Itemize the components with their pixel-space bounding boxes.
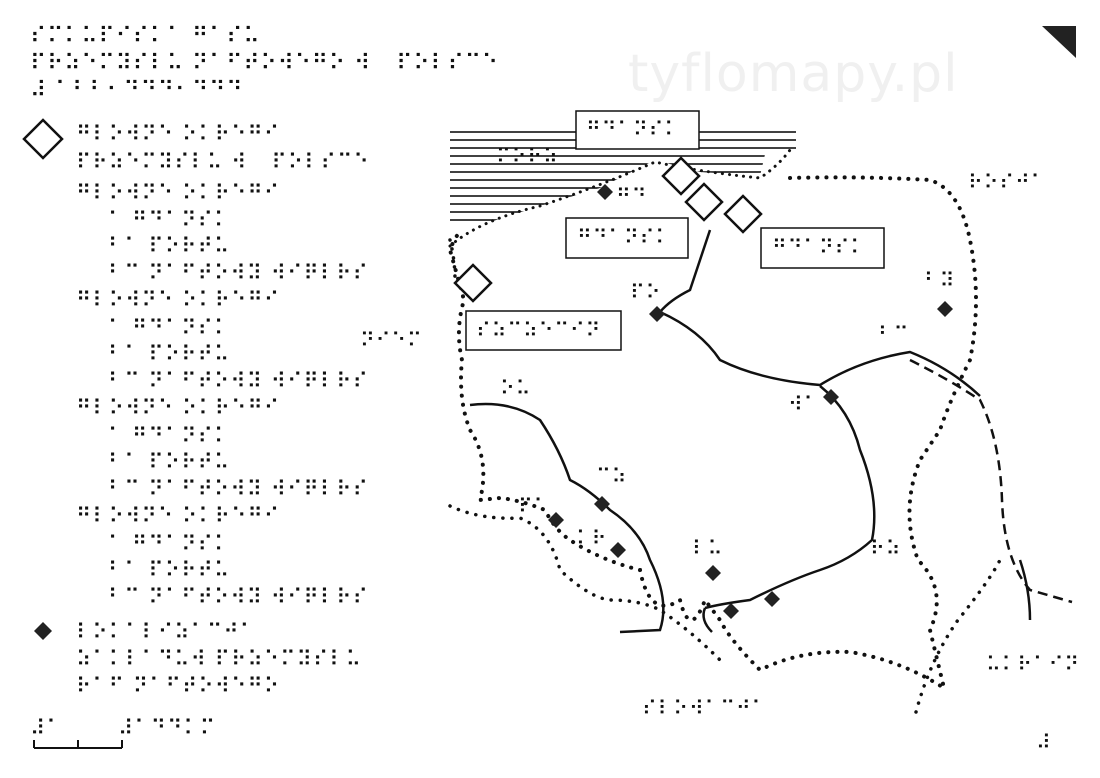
river-vistula-south (704, 385, 876, 610)
port-diamond-icon (661, 156, 701, 196)
title-line-3: ⠼ ⠁⠃⠃⠂⠙⠙⠙⠂⠙⠙⠙ (30, 78, 244, 103)
legend-filled-line-3: ⠗⠁⠋ ⠝⠁⠋⠞⠕⠺⠑⠛⠕ (76, 674, 281, 698)
map-small-label: ⠃⠽ (924, 268, 956, 292)
storage-diamond-icon (594, 496, 610, 512)
legend-group-3-header: ⠛⠇⠕⠺⠝⠑ ⠕⠅⠗⠑⠛⠊ (76, 396, 281, 420)
port-diamond-icon (684, 182, 724, 222)
storage-diamond-icon (610, 542, 626, 558)
map-small-label: ⠏⠕ (630, 280, 662, 304)
storage-diamond-icon (649, 306, 665, 322)
scale-left-label: ⠼⠁ (30, 716, 63, 740)
map-label-corner: ⠼ (1036, 730, 1052, 754)
port-diamond-icon (453, 263, 493, 303)
map-label-left: ⠎⠵⠉⠵⠑⠉⠊⠝ (476, 318, 602, 342)
map-small-label: ⠛⠙ (616, 184, 648, 208)
map-small-label: ⠃⠉ (878, 322, 910, 346)
map-label-mid: ⠛⠙⠁⠝⠎⠅ (577, 225, 671, 249)
legend-group-3-item: ⠃⠁ ⠏⠕⠗⠞⠥ (108, 450, 231, 474)
legend-filled-line-1: ⠇⠕⠅⠁⠇⠊⠵⠁⠉⠚⠁ (76, 620, 257, 644)
legend-diamond-line-2: ⠏⠗⠵⠑⠍⠽⠎⠇⠥ ⠺ ⠀⠏⠕⠇⠎⠉⠑ (76, 150, 370, 174)
map-label-northeast: ⠗⠕⠎⠚⠁ (968, 170, 1047, 194)
title-line-2: ⠏⠗⠵⠑⠍⠽⠎⠇⠥ ⠝⠁⠋⠞⠕⠺⠑⠛⠕ ⠺ ⠀⠏⠕⠇⠎⠉⠑ (30, 51, 499, 76)
map-small-label: ⠕⠥ (500, 376, 532, 400)
map-small-label: ⠏⠁ (518, 494, 550, 518)
storage-diamond-icon (597, 184, 613, 200)
legend-group-1-header: ⠛⠇⠕⠺⠝⠑ ⠕⠅⠗⠑⠛⠊ (76, 181, 281, 205)
river-east-stub (1018, 559, 1032, 621)
legend-group-2-item: ⠃⠉ ⠝⠁⠋⠞⠕⠺⠽ ⠺⠊⠟⠇⠗⠎ (108, 369, 370, 393)
label-box-top (575, 110, 700, 150)
legend-group-1-item: ⠃⠉ ⠝⠁⠋⠞⠕⠺⠽ ⠺⠊⠟⠇⠗⠎ (108, 261, 370, 285)
title-line-1: ⠎⠍⠅⠥⠏⠊⠎⠅⠁ ⠛⠁⠎⠥ (30, 24, 261, 49)
legend-group-3-item: ⠃⠉ ⠝⠁⠋⠞⠕⠺⠽ ⠺⠊⠟⠇⠗⠎ (108, 477, 370, 501)
watermark-text: tyflomapy.pl (628, 44, 959, 104)
coast-west (448, 238, 457, 282)
map-small-label: ⠇⠥ (692, 536, 724, 560)
scale-bar-icon (33, 740, 123, 749)
river-south-stub (702, 607, 713, 633)
map-label-right-bottom: ⠥⠅⠗⠁⠊⠝ (986, 652, 1080, 676)
coastline (448, 148, 792, 248)
map-small-label: ⠺⠁ (788, 392, 820, 416)
legend-group-4-item: ⠃⠉ ⠝⠁⠋⠞⠕⠺⠽ ⠺⠊⠟⠇⠗⠎ (108, 585, 370, 609)
storage-diamond-icon (937, 301, 953, 317)
storage-diamond-icon (823, 389, 839, 405)
east-border-dashed (909, 358, 1073, 604)
legend-group-1-item: ⠁ ⠛⠙⠁⠝⠎⠅ (108, 208, 231, 232)
legend-group-4-header: ⠛⠇⠕⠺⠝⠑ ⠕⠅⠗⠑⠛⠊ (76, 504, 281, 528)
neighbour-border-east (914, 558, 1002, 714)
label-box-left (465, 310, 622, 351)
map-label-top: ⠛⠙⠁⠝⠎⠅ (586, 117, 680, 141)
legend-group-4-item: ⠁ ⠛⠙⠁⠝⠎⠅ (108, 532, 231, 556)
legend-diamond-line-1: ⠛⠇⠕⠺⠝⠑ ⠕⠅⠗⠑⠛⠊ (76, 122, 281, 146)
country-border (447, 175, 978, 693)
label-box-right (760, 227, 885, 269)
map-label-west: ⠝⠊⠑⠍ (360, 328, 423, 352)
scale-right-label: ⠼⠁⠙⠙⠅⠍ (118, 716, 217, 740)
legend-group-2-item: ⠁ ⠛⠙⠁⠝⠎⠅ (108, 316, 231, 340)
open-diamond-icon (22, 118, 64, 160)
map-label-south: ⠎⠇⠕⠺⠁⠉⠚⠁ (642, 696, 768, 720)
map-label-right: ⠛⠙⠁⠝⠎⠅ (772, 235, 866, 259)
port-diamond-icon (723, 194, 763, 234)
corner-triangle-icon (1042, 26, 1076, 58)
storage-diamond-icon (723, 603, 739, 619)
legend-group-2-header: ⠛⠇⠕⠺⠝⠑ ⠕⠅⠗⠑⠛⠊ (76, 288, 281, 312)
map-label-sea: ⠍⠕⠗⠵ (496, 144, 559, 168)
storage-diamond-icon (764, 591, 780, 607)
legend-group-3-item: ⠁ ⠛⠙⠁⠝⠎⠅ (108, 424, 231, 448)
legend-filled-line-2: ⠵⠁⠅⠇⠁⠙⠥⠺ ⠏⠗⠵⠑⠍⠽⠎⠇⠥ (76, 647, 363, 671)
map-small-label: ⠉⠵ (596, 464, 628, 488)
legend-group-2-item: ⠃⠁ ⠏⠕⠗⠞⠥ (108, 342, 231, 366)
label-box-mid (565, 217, 689, 259)
river-oder (469, 402, 665, 634)
filled-diamond-icon (34, 622, 52, 640)
map-small-label: ⠗⠵ (870, 536, 902, 560)
river-vistula-north (657, 229, 981, 397)
storage-diamond-icon (705, 565, 721, 581)
legend-group-4-item: ⠃⠁ ⠏⠕⠗⠞⠥ (108, 558, 231, 582)
sea-area (450, 126, 796, 226)
legend-group-1-item: ⠃⠁ ⠏⠕⠗⠞⠥ (108, 234, 231, 258)
storage-diamond-icon (548, 512, 564, 528)
map-small-label: ⠅⠗ (576, 526, 608, 550)
